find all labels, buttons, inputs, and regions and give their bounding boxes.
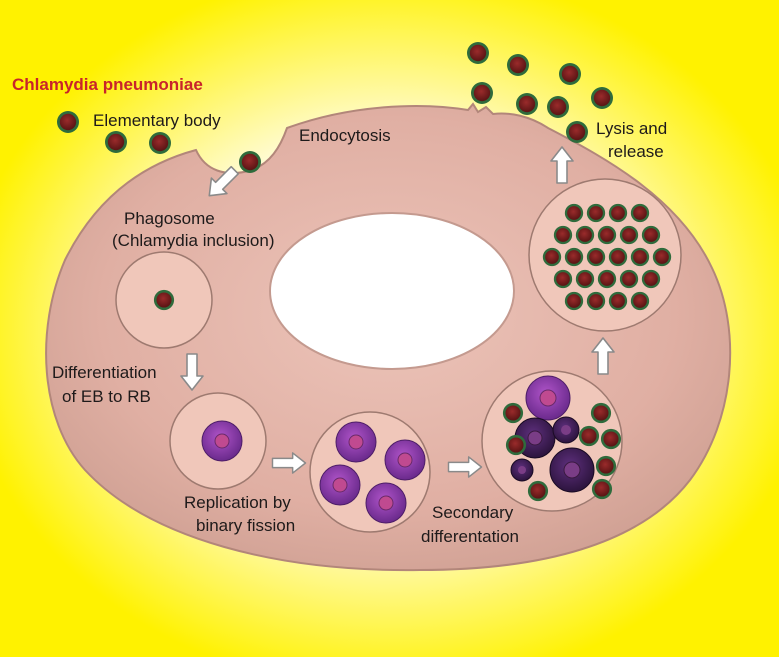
- elementary-body-icon: [630, 291, 650, 311]
- label-differentiation-2: of EB to RB: [62, 387, 151, 406]
- label-replication-1: Replication by: [184, 493, 291, 512]
- elementary-body-icon: [564, 203, 584, 223]
- label-replication-2: binary fission: [196, 516, 295, 535]
- elementary-body-icon: [57, 111, 79, 133]
- elementary-body-icon: [595, 455, 617, 477]
- label-lysis-2: release: [608, 142, 664, 161]
- elementary-body-icon: [527, 480, 549, 502]
- elementary-body-icon: [600, 428, 622, 450]
- elementary-body-icon: [505, 434, 527, 456]
- elementary-body-icon: [586, 203, 606, 223]
- nucleus-icon: [269, 212, 515, 370]
- reticulate-body-icon: [552, 416, 580, 444]
- label-endocytosis: Endocytosis: [299, 126, 391, 145]
- reticulate-body-icon: [319, 464, 361, 506]
- elementary-body-icon: [559, 63, 581, 85]
- label-lysis-1: Lysis and: [596, 119, 667, 138]
- label-secondary-1: Secondary: [432, 503, 514, 522]
- elementary-body-icon: [597, 269, 617, 289]
- reticulate-body-icon: [525, 375, 571, 421]
- elementary-body-icon: [641, 269, 661, 289]
- elementary-body-icon: [516, 93, 538, 115]
- elementary-body-icon: [591, 87, 613, 109]
- elementary-body-icon: [652, 247, 672, 267]
- elementary-body-icon: [547, 96, 569, 118]
- elementary-body-icon: [641, 225, 661, 245]
- elementary-body-icon: [502, 402, 524, 424]
- elementary-body-icon: [105, 131, 127, 153]
- elementary-body-icon: [591, 478, 613, 500]
- elementary-body-icon: [566, 121, 588, 143]
- reticulate-body-icon: [335, 421, 377, 463]
- label-differentiation-1: Differentiation: [52, 363, 157, 382]
- elementary-body-icon: [564, 291, 584, 311]
- dividing-reticulate-bodies: [319, 421, 426, 524]
- reticulate-body-icon: [201, 420, 243, 462]
- elementary-body-icon: [467, 42, 489, 64]
- elementary-body-icon: [608, 247, 628, 267]
- elementary-body-icon: [586, 291, 606, 311]
- elementary-body-icon: [608, 203, 628, 223]
- reticulate-body-icon: [384, 439, 426, 481]
- elementary-body-icon: [153, 289, 175, 311]
- elementary-body-icon: [149, 132, 171, 154]
- label-elementary-body: Elementary body: [93, 111, 221, 130]
- diagram-title: Chlamydia pneumoniae: [12, 75, 203, 94]
- reticulate-body-icon: [549, 447, 595, 493]
- elementary-body-icon: [564, 247, 584, 267]
- label-phagosome-2: (Chlamydia inclusion): [112, 231, 275, 250]
- elementary-body-icon: [553, 225, 573, 245]
- elementary-body-icon: [619, 269, 639, 289]
- elementary-body-icon: [590, 402, 612, 424]
- elementary-body-icon: [578, 425, 600, 447]
- label-phagosome-1: Phagosome: [124, 209, 215, 228]
- elementary-body-icon: [630, 247, 650, 267]
- secondary-bodies: [502, 375, 622, 502]
- elementary-body-icon: [575, 269, 595, 289]
- elementary-body-icon: [553, 269, 573, 289]
- label-secondary-2: differentation: [421, 527, 519, 546]
- elementary-body-icon: [608, 291, 628, 311]
- elementary-body-icon: [575, 225, 595, 245]
- reticulate-body-icon: [365, 482, 407, 524]
- elementary-body-icon: [586, 247, 606, 267]
- elementary-body-icon: [597, 225, 617, 245]
- elementary-body-icon: [542, 247, 562, 267]
- elementary-body-icon: [619, 225, 639, 245]
- elementary-body-icon: [471, 82, 493, 104]
- elementary-body-icon: [507, 54, 529, 76]
- elementary-body-icon: [239, 151, 261, 173]
- reticulate-body-icon: [510, 458, 534, 482]
- elementary-body-icon: [630, 203, 650, 223]
